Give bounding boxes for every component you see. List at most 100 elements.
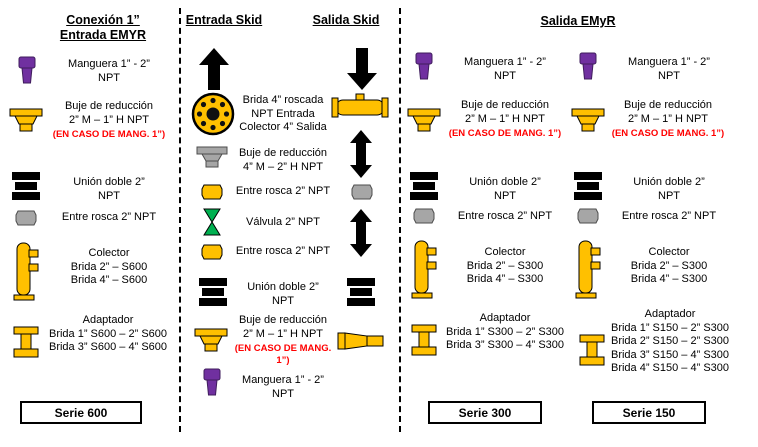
adaptador-label: Adaptador Brida 1” S300 – 2” S300 Brida … [436, 312, 574, 353]
buje-reduccion-label: Buje de reducción 2” M – 1” H NPT (EN CA… [44, 100, 174, 141]
buje-reduccion-icon [193, 328, 229, 352]
label-line: Buje de reducción [460, 99, 550, 111]
label-line: Entre rosca 2” NPT [235, 185, 331, 197]
union-doble-icon [346, 278, 376, 306]
label-line: Buje de reducción [64, 100, 154, 112]
label-line: Manguera 1” - 2” [464, 56, 546, 68]
label-line: Unión doble 2” [633, 176, 705, 188]
salida-emyr-header: Salida EMyR [478, 14, 678, 29]
label-line: Unión doble 2” [247, 281, 319, 293]
manguera-icon [577, 52, 599, 80]
label-line: NPT [272, 294, 294, 307]
label-line: Adaptador [644, 308, 696, 320]
label-line: Unión doble 2” [73, 176, 145, 188]
adaptador-icon [578, 334, 606, 366]
serie-300-box: Serie 300 [428, 401, 542, 424]
label-line: Brida 2” – S600 [70, 260, 148, 273]
salida-skid-title: Salida Skid [312, 13, 380, 27]
entrada-emyr-header-line1: Conexión 1” [66, 13, 140, 27]
colector-icon [410, 238, 440, 300]
union-doble-icon [573, 172, 603, 200]
label-line: Colector [484, 246, 526, 258]
entrada-skid-title: Entrada Skid [185, 13, 263, 27]
union-doble-label: Unión doble 2” NPT [231, 281, 335, 308]
label-line: Brida 1” S300 – 2” S300 [445, 325, 565, 338]
entrada-emyr-header-line2: Entrada EMYR [59, 28, 147, 42]
label-line: Brida 3” S600 – 4” S600 [48, 341, 168, 353]
union-doble-icon [11, 172, 41, 200]
manguera-note: (EN CASO DE MANG. 1”) [611, 128, 725, 139]
colector-label: Colector Brida 2” – S300 Brida 4” – S300 [606, 246, 732, 287]
manguera-label: Manguera 1” - 2” NPT [446, 56, 564, 83]
colector-horizontal-icon [331, 93, 389, 123]
manguera-note: (EN CASO DE MANG. 1”) [448, 128, 562, 139]
buje-reduccion-label: Buje de reducción 2” M – 1” H NPT (EN CA… [442, 99, 568, 140]
entre-rosca-icon [413, 208, 435, 224]
label-line: 2” M – 1” H NPT [627, 112, 709, 125]
valvula-icon [202, 208, 222, 236]
union-doble-icon [409, 172, 439, 200]
section-divider-right [399, 8, 401, 432]
valvula-label: Válvula 2” NPT [231, 216, 335, 230]
label-line: Brida 4” – S300 [630, 273, 708, 285]
adaptador-label: Adaptador Brida 1” S600 – 2” S600 Brida … [38, 314, 178, 355]
buje-reduccion-4-2-icon [196, 146, 228, 168]
label-line: Válvula 2” NPT [246, 216, 320, 228]
label-line: Entre rosca 2” NPT [457, 210, 553, 222]
label-line: 2” M – 1” H NPT [68, 113, 150, 126]
colector-label: Colector Brida 2” – S300 Brida 4” – S300 [442, 246, 568, 287]
entre-rosca-label: Entre rosca 2” NPT [231, 185, 335, 199]
adaptador-icon [410, 324, 438, 356]
entre-rosca-label: Entre rosca 2” NPT [231, 245, 335, 259]
label-line: Colector [88, 247, 130, 259]
buje-reduccion-icon [8, 108, 44, 132]
label-line: NPT [658, 69, 680, 82]
label-line: Brida 3” S150 – 4” S300 [610, 348, 730, 361]
salida-skid-header: Salida Skid [306, 13, 386, 28]
union-doble-icon [198, 278, 228, 306]
label-line: NPT [494, 69, 516, 82]
flow-down-arrow-icon [347, 48, 377, 90]
label-line: Brida 4” roscada [242, 94, 324, 106]
label-line: Buje de reducción [623, 99, 713, 111]
label-line: NPT [272, 387, 294, 400]
label-line: Buje de reducción [238, 147, 328, 159]
entre-rosca-icon [15, 210, 37, 226]
colector-icon [12, 240, 42, 302]
buje-reduccion-label: Buje de reducción 2” M – 1” H NPT (EN CA… [228, 314, 338, 367]
buje-reduccion-icon [570, 108, 606, 132]
adaptador-icon [12, 326, 40, 358]
entre-rosca-label: Entre rosca 2” NPT [442, 210, 568, 224]
flow-double-arrow-icon [350, 130, 372, 178]
union-doble-label: Unión doble 2” NPT [48, 176, 170, 203]
flow-double-arrow-icon [350, 208, 372, 258]
serie-600-label: Serie 600 [54, 405, 108, 420]
buje-reduccion-label: Buje de reducción 2” M – 1” H NPT (EN CA… [604, 99, 732, 140]
manguera-icon [201, 368, 223, 396]
serie-600-box: Serie 600 [20, 401, 142, 424]
entre-rosca-icon [351, 184, 373, 200]
label-line: Adaptador [479, 312, 531, 324]
buje-reduccion-4-2-label: Buje de reducción 4” M – 2” H NPT [233, 147, 333, 174]
manguera-icon [16, 56, 38, 84]
brida-roscada-icon [191, 92, 235, 136]
label-line: Manguera 1” - 2” [628, 56, 710, 68]
manguera-label: Manguera 1” - 2” NPT [231, 374, 335, 401]
label-line: NPT [658, 189, 680, 202]
union-doble-label: Unión doble 2” NPT [610, 176, 728, 203]
colector-icon [574, 238, 604, 300]
label-line: NPT [98, 71, 120, 84]
label-line: Entre rosca 2” NPT [621, 210, 717, 222]
manguera-label: Manguera 1” - 2” NPT [610, 56, 728, 83]
entrada-emyr-header: Conexión 1” Entrada EMYR [28, 13, 178, 43]
flow-up-arrow-icon [199, 48, 229, 90]
entre-rosca-icon [201, 184, 223, 200]
serie-150-label: Serie 150 [622, 405, 676, 420]
entre-rosca-icon [577, 208, 599, 224]
label-line: Entre rosca 2” NPT [235, 245, 331, 257]
label-line: 2” M – 1” H NPT [464, 112, 546, 125]
entre-rosca-label: Entre rosca 2” NPT [44, 211, 174, 225]
label-line: NPT [98, 189, 120, 202]
label-line: Brida 4” S150 – 4” S300 [610, 362, 730, 374]
